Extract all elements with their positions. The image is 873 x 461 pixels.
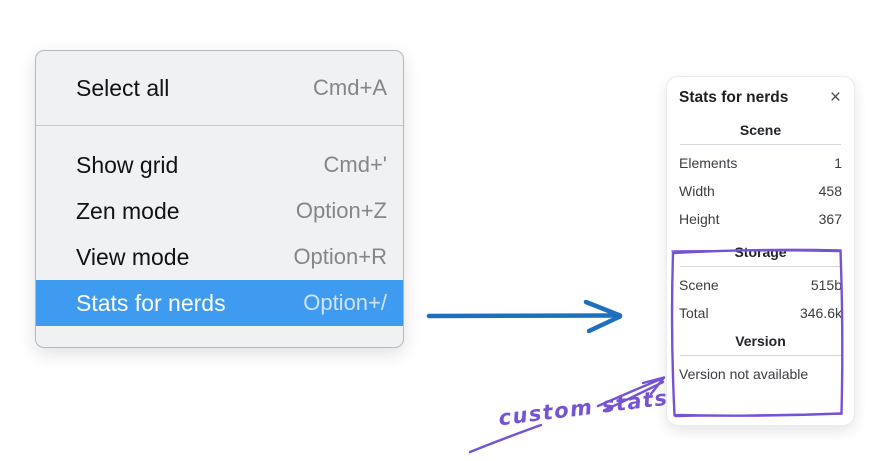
blue-arrow (426, 299, 623, 334)
menu-item-shortcut: Option+R (293, 244, 387, 269)
stat-value: 1 (834, 155, 842, 171)
menu-item-label: Show grid (76, 151, 179, 178)
stat-value: 367 (818, 211, 842, 227)
section-divider (680, 355, 841, 356)
menu-item-label: Select all (76, 74, 170, 101)
menu-item-stats-for-nerds[interactable]: Stats for nerds Option+/ (36, 280, 403, 326)
menu-divider (36, 125, 403, 126)
stat-value: 346.6k (799, 305, 842, 321)
stat-label: Width (679, 183, 715, 199)
stat-row-height: Height 367 (679, 210, 842, 229)
stats-panel-header: Stats for nerds × (679, 88, 842, 107)
menu-item-shortcut: Cmd+' (323, 152, 388, 177)
stat-row-total-size: Total 346.6k (679, 304, 842, 323)
context-menu: Select all Cmd+A Show grid Cmd+' Zen mod… (35, 50, 404, 348)
section-divider (680, 144, 841, 145)
menu-item-show-grid[interactable]: Show grid Cmd+' (36, 142, 403, 188)
section-header: Scene (739, 122, 782, 138)
menu-item-shortcut: Option+Z (295, 198, 387, 223)
stat-value: 515b (810, 277, 842, 293)
menu-item-select-all[interactable]: Select all Cmd+A (36, 51, 403, 125)
menu-group: Show grid Cmd+' Zen mode Option+Z View m… (36, 126, 403, 326)
stat-label: Height (679, 211, 720, 227)
stat-label: Total (679, 305, 709, 321)
stat-label: Scene (679, 277, 719, 293)
stat-value: 458 (818, 183, 842, 199)
custom-stats-annotation: custom stats (497, 385, 670, 431)
menu-item-shortcut: Cmd+A (313, 75, 387, 100)
stats-section-scene: Scene Elements 1 Width 458 Height 367 (679, 122, 842, 229)
stats-section-version: Version Version not available (679, 333, 842, 384)
stats-panel: Stats for nerds × Scene Elements 1 Width… (666, 76, 855, 426)
stats-panel-title: Stats for nerds (679, 88, 789, 106)
stat-row-elements: Elements 1 (679, 154, 842, 173)
section-header: Version (735, 333, 786, 349)
menu-item-zen-mode[interactable]: Zen mode Option+Z (36, 188, 403, 234)
close-icon[interactable]: × (829, 87, 841, 108)
menu-item-label: View mode (76, 243, 190, 270)
menu-item-label: Stats for nerds (76, 289, 226, 316)
stat-row-width: Width 458 (679, 182, 842, 201)
menu-item-view-mode[interactable]: View mode Option+R (36, 234, 403, 280)
stat-label: Elements (679, 155, 738, 171)
menu-item-shortcut: Option+/ (303, 290, 387, 315)
section-divider (680, 266, 841, 267)
stats-section-storage: Storage Scene 515b Total 346.6k (679, 244, 842, 323)
menu-item-label: Zen mode (76, 197, 180, 224)
section-header: Storage (734, 244, 787, 260)
version-note: Version not available (679, 366, 809, 382)
stat-row-scene-size: Scene 515b (679, 276, 842, 295)
